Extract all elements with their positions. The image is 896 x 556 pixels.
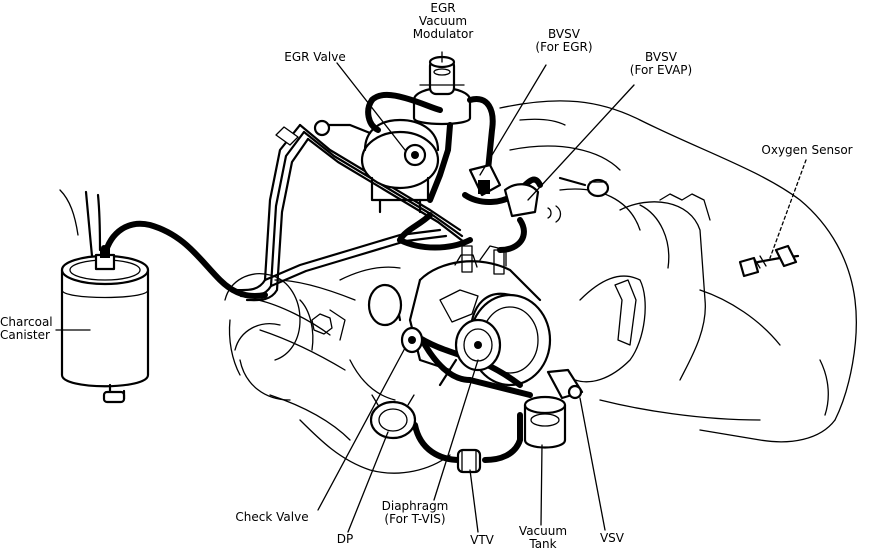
charcoal-canister-part [59,189,150,404]
egr-vacuum-modulator-label: EGR Vacuum Modulator [412,1,474,41]
egr-vacuum-modulator-part [412,55,472,126]
charcoal-canister-label: Charcoal Canister [0,315,53,342]
dp-label: DP [336,532,354,546]
engine-block-outline [499,100,857,443]
intake-manifold [224,266,451,474]
bvsv-evap-label: BVSV (For EVAP) [629,50,693,77]
bvsv-egr-label: BVSV (For EGR) [535,27,593,54]
oxygen-sensor-part [738,244,800,278]
diaphragm-tvis-part [438,318,502,387]
check-valve-part [367,283,424,354]
leader-lines [55,51,807,533]
vtv-part [456,448,482,474]
vsv-part [546,368,584,400]
wire-connector [558,176,610,198]
egr-valve-body [360,118,440,214]
vsv-label: VSV [599,531,625,545]
oxygen-sensor-label: Oxygen Sensor [761,143,853,157]
bvsv-evap-part [503,183,562,223]
vacuum-tank-part [523,395,567,449]
diaphragm-tvis-label: Diaphragm (For T-VIS) [381,499,449,526]
bvsv-egr-part [468,163,502,197]
check-valve-label: Check Valve [235,510,309,524]
vacuum-tank-label: Vacuum Tank [518,524,568,551]
vtv-label: VTV [470,533,494,547]
egr-valve-label: EGR Valve [284,50,346,64]
dp-part [369,394,417,440]
